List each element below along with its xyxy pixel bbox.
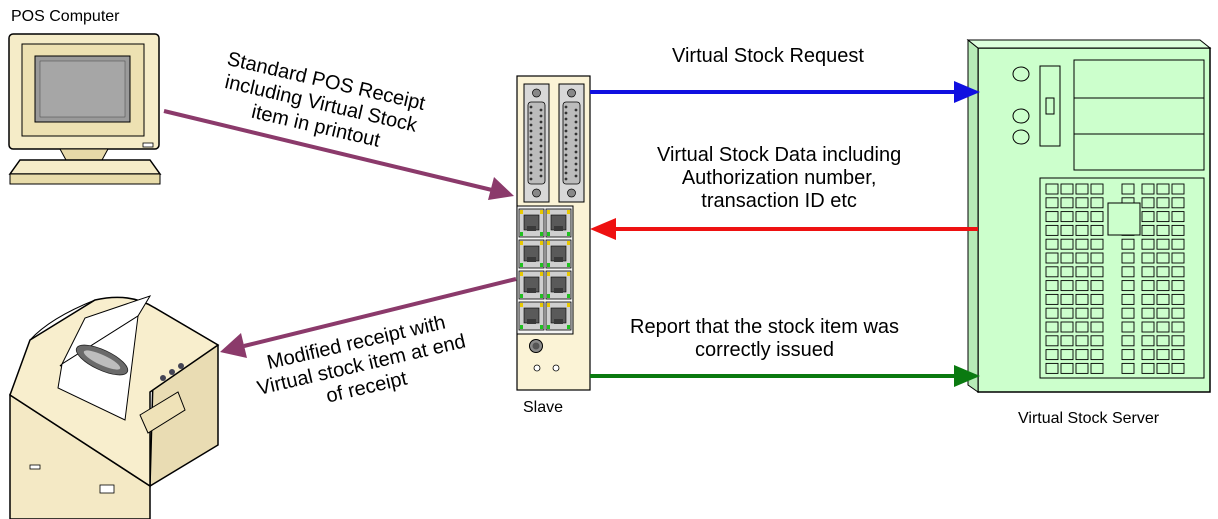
pos-computer-icon <box>8 33 162 185</box>
db25-connector-left <box>523 83 550 203</box>
arrow-request <box>590 81 980 103</box>
arrow-pos-to-slave <box>163 109 514 200</box>
receipt-printer-icon <box>9 295 220 519</box>
arrow-slave-to-printer <box>220 277 517 358</box>
slave-device-icon <box>516 75 591 391</box>
arrow-report <box>590 365 980 387</box>
report-text: Report that the stock item was correctly… <box>630 316 900 361</box>
server-label: Virtual Stock Server <box>1018 410 1160 427</box>
data-text: Virtual Stock Data including Authorizati… <box>657 144 902 212</box>
db25-connector-right <box>558 83 585 203</box>
request-text: Virtual Stock Request <box>672 45 864 67</box>
arrow-data <box>590 218 978 240</box>
slave-label: Slave <box>523 399 564 416</box>
pos-computer-label: POS Computer <box>11 8 120 25</box>
server-icon <box>966 38 1212 393</box>
